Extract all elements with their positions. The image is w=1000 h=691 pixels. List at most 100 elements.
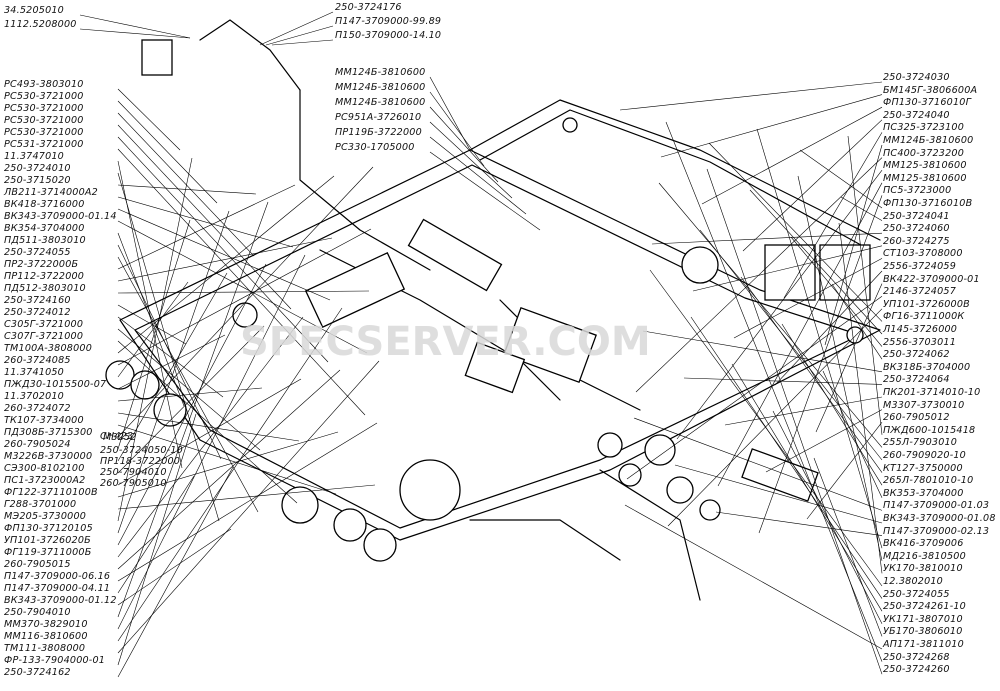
part-label: 260-7909020-10 <box>883 450 966 461</box>
leader-line <box>117 316 224 398</box>
starter <box>681 246 719 284</box>
part-label: 250-3715020 <box>4 175 71 186</box>
part-label: ПР112-3722000 <box>4 271 85 282</box>
harness-branch-1 <box>469 99 881 241</box>
leader-line <box>117 219 191 450</box>
part-label: 250-3724060 <box>883 223 950 235</box>
leader-line <box>79 14 191 39</box>
battery-1 <box>764 244 816 301</box>
part-label: ММ124Б-3810600 <box>883 135 974 146</box>
leader-line <box>740 276 883 473</box>
leader-line <box>758 195 883 534</box>
leader-line <box>117 378 302 486</box>
leader-line <box>117 232 185 407</box>
part-label: 250-3724062 <box>883 349 950 361</box>
part-label: ФП130-3716010В <box>883 198 973 209</box>
part-label: 250-3724055 <box>4 247 71 258</box>
leader-line <box>429 91 485 167</box>
leader-line <box>624 504 883 650</box>
part-label: УК170-3810010 <box>883 563 963 575</box>
part-label: 34.5205010 <box>4 5 64 16</box>
leader-line <box>429 121 513 199</box>
part-label: МД216-3810500 <box>883 550 966 562</box>
part-label: 2556-3703011 <box>883 336 957 348</box>
harness-branch-7 <box>469 519 621 561</box>
leader-line <box>724 396 883 426</box>
foglight-3 <box>363 528 397 562</box>
part-label: СТ103-3708000 <box>883 248 963 260</box>
sensor-top <box>562 117 578 133</box>
leader-line <box>117 160 183 469</box>
leader-line <box>117 325 265 474</box>
part-label: ПД308Б-3715300 <box>4 427 93 438</box>
leader-line <box>117 184 296 270</box>
leader-line <box>840 196 883 221</box>
leader-line <box>117 290 370 294</box>
part-label: ПР118-3722000 <box>100 456 181 467</box>
part-label: 2146-3724057 <box>883 286 957 298</box>
leader-line <box>651 232 883 245</box>
leader-line <box>117 475 195 594</box>
part-label: ВК343-3709000-01.14 <box>4 211 117 222</box>
leader-line <box>117 157 193 522</box>
leader-line <box>756 128 883 549</box>
part-label: 250-3724040 <box>883 109 950 121</box>
part-label: ПК201-3714010-10 <box>883 387 981 398</box>
leader-line <box>117 431 339 498</box>
leader-line <box>706 168 883 675</box>
leader-line <box>117 272 228 462</box>
part-label: ПД512-3803010 <box>4 283 86 294</box>
leader-line <box>742 119 883 252</box>
leader-line <box>831 283 883 360</box>
gauge-5 <box>699 499 721 521</box>
part-label: РС530-3721000 <box>4 103 84 114</box>
part-label: Г288-3701000 <box>4 499 77 510</box>
leader-line <box>117 148 366 416</box>
part-label: ПЖД600-1015418 <box>883 424 976 436</box>
leader-line <box>117 172 220 522</box>
part-label: ВК343-3709000-01.12 <box>4 595 117 606</box>
leader-line <box>626 295 883 480</box>
part-label: ПС400-3723200 <box>883 147 965 159</box>
part-label: УБ170-3806010 <box>883 626 963 638</box>
part-label: МЭ205-3730000 <box>4 511 87 522</box>
part-label: М3252 <box>103 432 137 443</box>
part-label: ФГ119-3711000Б <box>4 547 92 558</box>
part-label: РС531-3721000 <box>4 139 84 150</box>
part-label: ММ124Б-3810600 <box>335 82 426 93</box>
part-label: П147-3709000-02.13 <box>883 525 990 537</box>
part-label: РС330-1705000 <box>335 142 415 153</box>
part-label: СН423 <box>100 431 134 442</box>
leader-line <box>271 39 334 46</box>
harness-branch-2 <box>479 109 871 251</box>
part-label: ММ125-3810600 <box>883 160 967 172</box>
leader-line <box>676 170 883 440</box>
part-label: ФП130-37120105 <box>4 523 93 534</box>
leader-line <box>117 484 376 510</box>
leader-line <box>117 412 300 442</box>
leader-line <box>117 208 331 301</box>
leader-line <box>117 196 294 248</box>
alternator <box>399 459 461 521</box>
part-label: П150-3709000-14.10 <box>335 30 442 41</box>
part-label: 250-3724261-10 <box>883 601 966 613</box>
leader-line <box>117 360 380 654</box>
part-label: РС493-3803010 <box>4 79 84 90</box>
relay-block <box>407 218 503 292</box>
leader-line <box>642 330 883 373</box>
part-label: ФГ16-3711000К <box>883 311 965 323</box>
leader-line <box>824 144 883 346</box>
leader-line <box>813 457 883 637</box>
part-label: П147-3709000-99.89 <box>335 16 442 27</box>
leader-line <box>117 175 335 354</box>
connector-block <box>464 341 526 394</box>
leader-line <box>749 189 883 335</box>
leader-line <box>674 464 883 524</box>
leader-line <box>117 220 368 354</box>
leader-line <box>117 422 378 582</box>
leader-line <box>117 184 257 195</box>
part-label: УК171-3807010 <box>883 613 963 625</box>
part-label: 250-3724012 <box>4 307 71 318</box>
part-label: 260-3724085 <box>4 355 71 366</box>
